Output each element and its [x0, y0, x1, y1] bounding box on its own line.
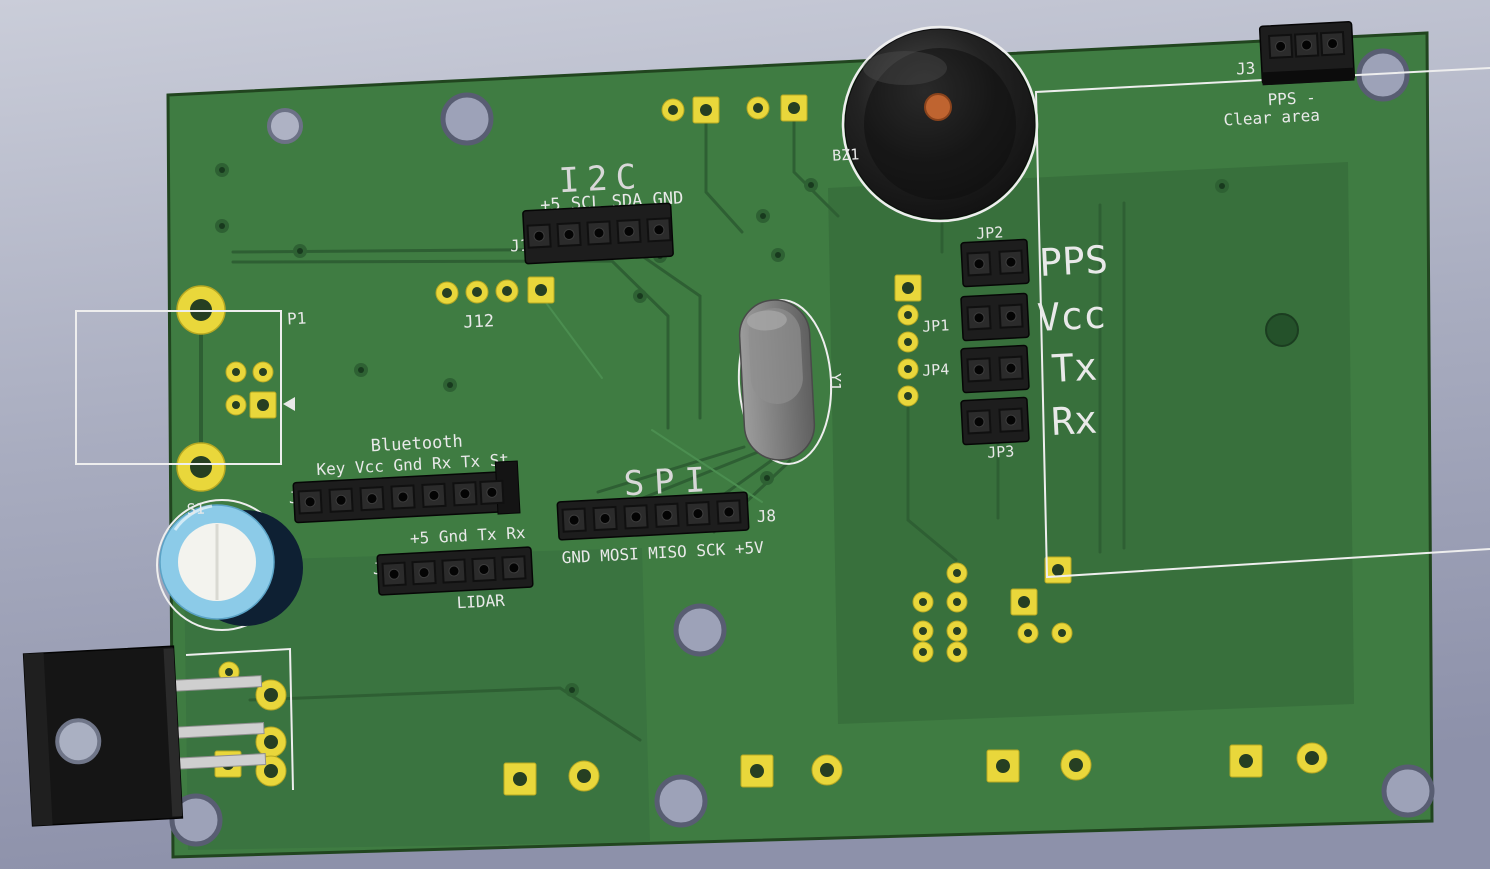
jp2-header [960, 238, 1030, 288]
overlay-text: BZ1 Y1 S1 [186, 145, 859, 518]
lidar-header [376, 546, 534, 596]
j3-ref: J3 [1236, 59, 1256, 79]
cap-ref: S1 [186, 500, 205, 519]
vcc-label: Vcc [1036, 292, 1107, 340]
i2c-title: I2C [558, 157, 645, 201]
jp3-ref: JP3 [987, 442, 1015, 461]
jp4-ref: JP4 [922, 360, 950, 379]
j12-ref: J12 [463, 311, 495, 333]
spi-header [556, 491, 750, 541]
i2c-header [522, 202, 674, 265]
silkscreen-text: I2C +5 SCL SDA GND J1 J12 P1 JP2 JP1 JP4… [287, 59, 1321, 613]
copper-traces [199, 119, 1126, 742]
p1-ref: P1 [287, 309, 307, 329]
dark-pad [1265, 313, 1299, 347]
lidar-title: LIDAR [456, 591, 505, 613]
voltage-regulator [22, 645, 267, 827]
buzzer-outline [841, 25, 1039, 223]
jp3-header [960, 396, 1030, 446]
drill-holes [172, 51, 1432, 844]
jp1-header [960, 292, 1030, 342]
capacitor [159, 504, 303, 626]
tx-label: Tx [1050, 345, 1098, 391]
jp2-ref: JP2 [976, 223, 1004, 242]
y1-ref: Y1 [826, 373, 844, 391]
copper-pour [828, 162, 1354, 724]
regulator-outline [185, 647, 294, 791]
rx-label: Rx [1050, 398, 1098, 444]
p1-outline [75, 310, 282, 465]
spi-ref: J8 [756, 506, 776, 526]
bluetooth-title: Bluetooth [370, 432, 463, 457]
bluetooth-header [292, 460, 521, 524]
crystal [738, 299, 816, 461]
bz1-ref: BZ1 [832, 145, 860, 164]
components [22, 21, 1356, 827]
regulator-tab-hole [55, 718, 102, 765]
pin1-marker [283, 397, 295, 411]
buzzer-hole [924, 93, 952, 121]
j3-header [1258, 21, 1356, 86]
jp4-header [960, 344, 1030, 394]
buzzer [844, 28, 1036, 220]
pps-label: PPS [1038, 237, 1109, 285]
jp1-ref: JP1 [922, 316, 950, 335]
pps-note-line1: PPS - [1267, 88, 1316, 109]
